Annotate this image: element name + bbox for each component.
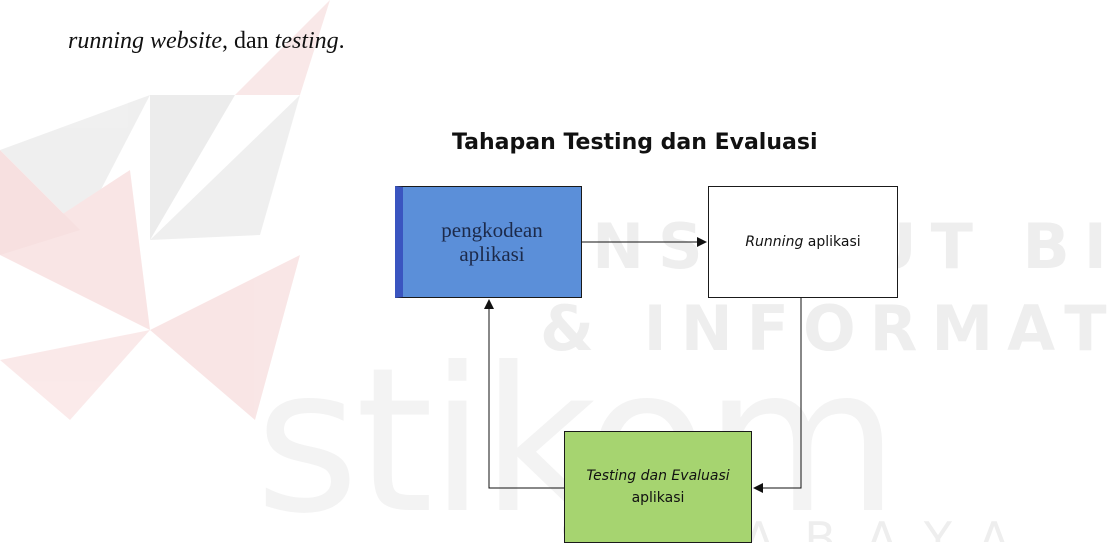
box-coding-line1: pengkodean [441, 218, 543, 242]
watermark-informatika: & INFORMATIKA [540, 292, 1115, 365]
intro-testing: testing [274, 28, 339, 54]
intro-period: . [338, 28, 345, 54]
intro-running-website: running website [68, 28, 222, 54]
intro-dan: , dan [222, 28, 275, 54]
box-coding-line2: aplikasi [459, 242, 525, 266]
box-testing-line2: aplikasi [631, 490, 685, 506]
box-running-rest: aplikasi [803, 234, 861, 250]
box-testing-evaluasi: Testing dan Evaluasi aplikasi [564, 431, 752, 543]
box-testing-italic: Testing dan Evaluasi [586, 468, 730, 484]
diagram-title: Tahapan Testing dan Evaluasi [452, 130, 818, 155]
box-running-italic: Running [745, 234, 804, 250]
intro-text: running website, dan testing. [68, 28, 345, 55]
box-pengkodean-aplikasi: pengkodean aplikasi [395, 186, 582, 298]
box-running-aplikasi: Running aplikasi [708, 186, 898, 298]
stikom-star-logo [0, 0, 330, 420]
